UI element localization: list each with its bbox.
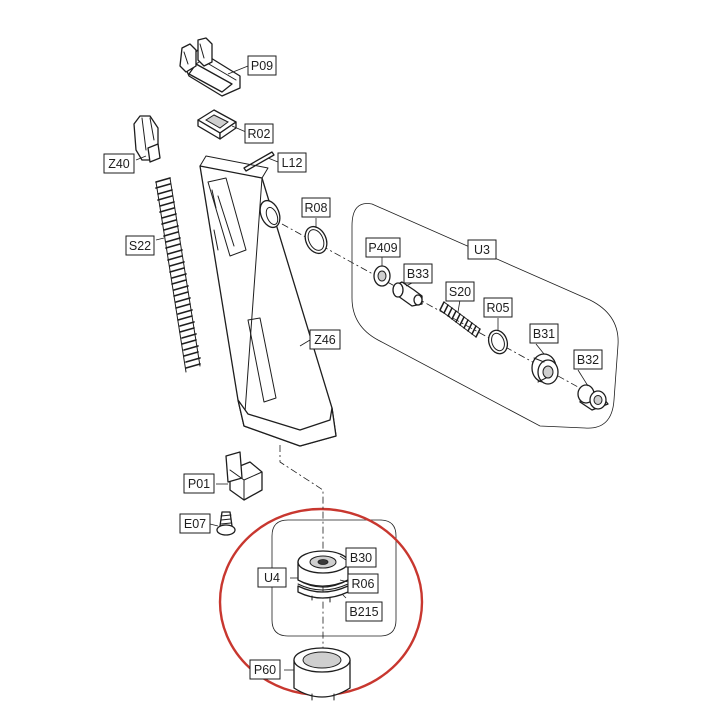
- svg-text:R06: R06: [352, 577, 375, 591]
- part-z46-magazine-body: [199, 155, 337, 447]
- label-b215: B215: [345, 601, 383, 622]
- part-b31: [531, 353, 559, 385]
- part-p09: [179, 37, 241, 97]
- part-s20-spring: [439, 301, 481, 338]
- label-z40: Z40: [103, 153, 135, 174]
- label-b33: B33: [403, 263, 433, 284]
- label-s22: S22: [125, 235, 155, 256]
- part-r05-oring: [487, 329, 509, 355]
- label-b32: B32: [573, 349, 603, 370]
- group-u4-outline: [271, 519, 397, 637]
- group-u3-outline: [351, 203, 619, 429]
- part-b30: [297, 550, 349, 588]
- svg-text:B32: B32: [577, 353, 599, 367]
- svg-text:S22: S22: [129, 239, 151, 253]
- part-r02: [197, 109, 237, 140]
- part-r08-oring: [304, 225, 328, 255]
- svg-text:R02: R02: [248, 127, 271, 141]
- part-l12: [243, 151, 275, 172]
- svg-text:U3: U3: [474, 243, 490, 257]
- part-p60: [293, 647, 351, 701]
- svg-text:R05: R05: [487, 301, 510, 315]
- part-p409: [373, 265, 391, 287]
- label-s20: S20: [445, 281, 475, 302]
- label-e07: E07: [179, 513, 211, 534]
- label-r06: R06: [347, 573, 379, 594]
- svg-text:B215: B215: [349, 605, 378, 619]
- svg-text:U4: U4: [264, 571, 280, 585]
- svg-text:E07: E07: [184, 517, 206, 531]
- part-p01: [225, 451, 263, 501]
- svg-text:P09: P09: [251, 59, 273, 73]
- svg-text:P60: P60: [254, 663, 276, 677]
- svg-text:B33: B33: [407, 267, 429, 281]
- label-z46: Z46: [309, 329, 341, 350]
- svg-text:R08: R08: [305, 201, 328, 215]
- label-r08: R08: [301, 197, 331, 218]
- label-b31: B31: [529, 323, 559, 344]
- label-p01: P01: [183, 473, 215, 494]
- svg-text:B30: B30: [350, 551, 372, 565]
- part-z40: [133, 115, 161, 163]
- label-u4: U4: [257, 567, 287, 588]
- label-l12: L12: [277, 152, 307, 173]
- part-e07-screw: [216, 511, 236, 536]
- label-p09: P09: [247, 55, 277, 76]
- part-r06: [297, 579, 349, 591]
- svg-text:L12: L12: [282, 156, 303, 170]
- label-b30: B30: [345, 547, 377, 568]
- label-p409: P409: [365, 237, 401, 258]
- svg-text:P01: P01: [188, 477, 210, 491]
- part-s22-spring: [155, 177, 201, 373]
- svg-text:Z40: Z40: [108, 157, 130, 171]
- label-r05: R05: [483, 297, 513, 318]
- label-u3: U3: [467, 239, 497, 260]
- svg-text:S20: S20: [449, 285, 471, 299]
- part-b32: [577, 384, 609, 411]
- label-p60: P60: [249, 659, 281, 680]
- label-r02: R02: [244, 123, 274, 144]
- svg-text:B31: B31: [533, 327, 555, 341]
- svg-text:P409: P409: [368, 241, 397, 255]
- svg-text:Z46: Z46: [314, 333, 336, 347]
